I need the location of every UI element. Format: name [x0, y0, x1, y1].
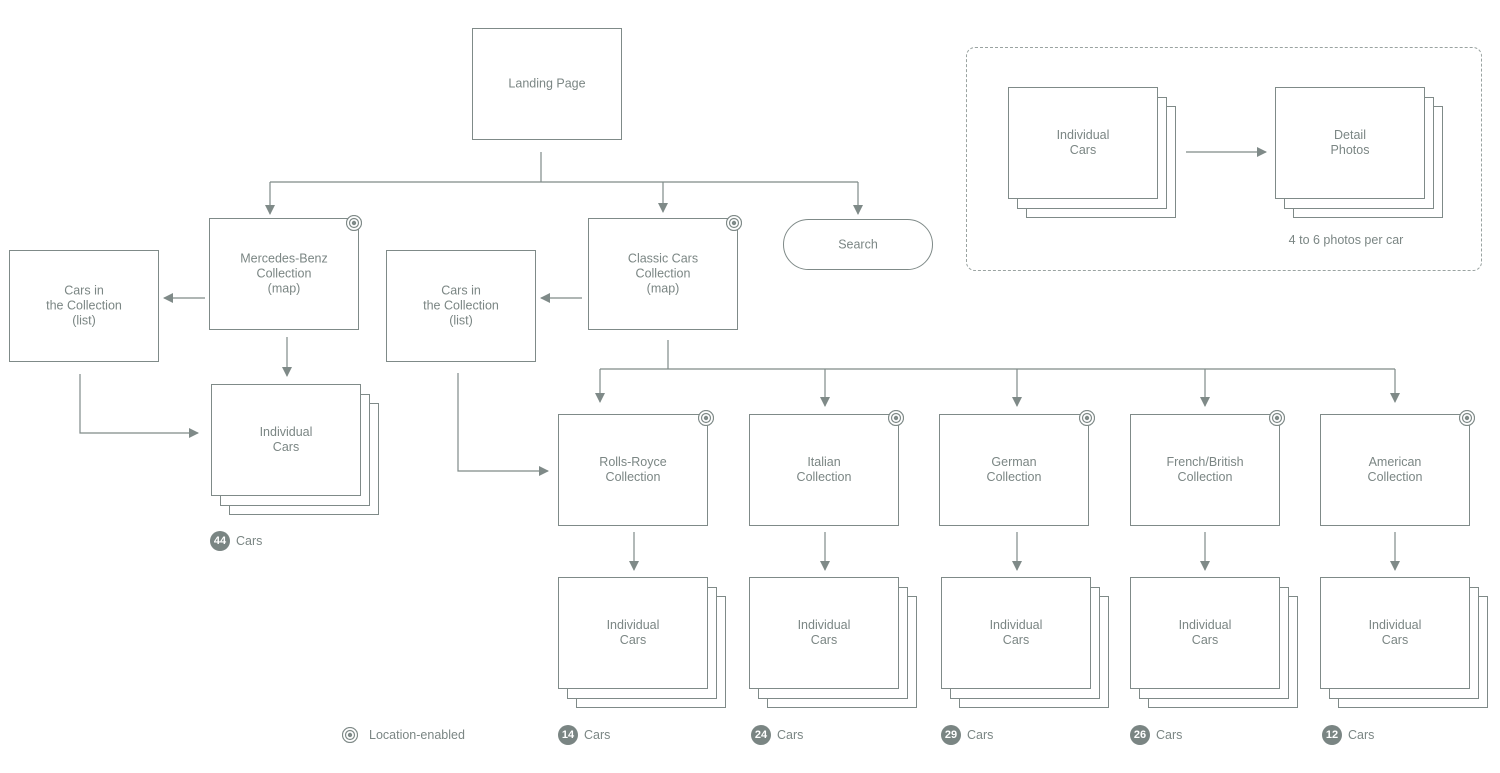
- collection-cars-stack: Individual Cars: [941, 577, 1109, 708]
- legend-photos-label: Detail Photos: [1330, 128, 1370, 157]
- count-badge: 44: [210, 531, 230, 551]
- location-enabled-legend-label: Location-enabled: [369, 728, 465, 742]
- location-enabled-icon: [1459, 410, 1475, 426]
- collection-cars-label: Individual Cars: [1178, 618, 1232, 647]
- collection-car-count: 12 Cars: [1322, 725, 1374, 745]
- collection-cars-label: Individual Cars: [606, 618, 660, 647]
- collection-car-count: 26 Cars: [1130, 725, 1182, 745]
- mercedes-collection-label: Mercedes-Benz Collection (map): [240, 251, 328, 296]
- collection-car-count: 24 Cars: [751, 725, 803, 745]
- collection-label: German Collection: [986, 455, 1042, 484]
- classic-list-label: Cars in the Collection (list): [423, 283, 499, 328]
- collection-node: French/British Collection: [1130, 414, 1280, 526]
- collection-car-count: 29 Cars: [941, 725, 993, 745]
- landing-page-node: Landing Page: [472, 28, 622, 140]
- collection-label: American Collection: [1367, 455, 1423, 484]
- collection-label: French/British Collection: [1166, 455, 1244, 484]
- classic-collection-node: Classic Cars Collection (map): [588, 218, 738, 330]
- count-suffix: Cars: [236, 534, 263, 548]
- location-enabled-icon: [342, 727, 358, 743]
- landing-page-label: Landing Page: [508, 76, 586, 91]
- classic-list-node: Cars in the Collection (list): [386, 250, 536, 362]
- count-suffix: Cars: [584, 728, 611, 742]
- location-enabled-icon: [888, 410, 904, 426]
- classic-collection-label: Classic Cars Collection (map): [627, 251, 699, 296]
- legend-cars-stack: Individual Cars: [1008, 87, 1176, 218]
- collection-cars-stack: Individual Cars: [558, 577, 726, 708]
- detail-photos-legend: [966, 47, 1482, 271]
- count-badge: 26: [1130, 725, 1150, 745]
- collection-node: American Collection: [1320, 414, 1470, 526]
- arrow-classic-list-to-rolls: [457, 373, 549, 476]
- collection-cars-stack: Individual Cars: [749, 577, 917, 708]
- location-enabled-icon: [1079, 410, 1095, 426]
- collection-node: German Collection: [939, 414, 1089, 526]
- collection-node: Rolls-Royce Collection: [558, 414, 708, 526]
- legend-photos-stack: Detail Photos: [1275, 87, 1443, 218]
- count-suffix: Cars: [1156, 728, 1183, 742]
- collection-label: Italian Collection: [796, 455, 852, 484]
- count-suffix: Cars: [967, 728, 994, 742]
- arrow-mercedes-list-to-cars: [79, 374, 199, 438]
- collection-cars-label: Individual Cars: [797, 618, 851, 647]
- search-node: Search: [783, 219, 933, 270]
- collection-node: Italian Collection: [749, 414, 899, 526]
- count-suffix: Cars: [1348, 728, 1375, 742]
- collection-car-count: 14 Cars: [558, 725, 610, 745]
- location-enabled-icon: [726, 215, 742, 231]
- collection-label: Rolls-Royce Collection: [599, 455, 667, 484]
- mercedes-car-count: 44 Cars: [210, 531, 262, 551]
- mercedes-cars-label: Individual Cars: [259, 425, 313, 454]
- mercedes-collection-node: Mercedes-Benz Collection (map): [209, 218, 359, 330]
- count-badge: 24: [751, 725, 771, 745]
- collection-cars-stack: Individual Cars: [1320, 577, 1488, 708]
- collection-cars-label: Individual Cars: [989, 618, 1043, 647]
- search-label: Search: [838, 237, 878, 251]
- location-enabled-icon: [698, 410, 714, 426]
- legend-cars-label: Individual Cars: [1056, 128, 1110, 157]
- location-enabled-icon: [1269, 410, 1285, 426]
- mercedes-list-label: Cars in the Collection (list): [46, 283, 122, 328]
- count-badge: 14: [558, 725, 578, 745]
- mercedes-cars-stack: Individual Cars: [211, 384, 379, 515]
- collection-cars-stack: Individual Cars: [1130, 577, 1298, 708]
- count-suffix: Cars: [777, 728, 804, 742]
- location-enabled-icon: [346, 215, 362, 231]
- photos-per-car-caption: 4 to 6 photos per car: [1288, 233, 1404, 247]
- collection-cars-label: Individual Cars: [1368, 618, 1422, 647]
- count-badge: 12: [1322, 725, 1342, 745]
- count-badge: 29: [941, 725, 961, 745]
- mercedes-list-node: Cars in the Collection (list): [9, 250, 159, 362]
